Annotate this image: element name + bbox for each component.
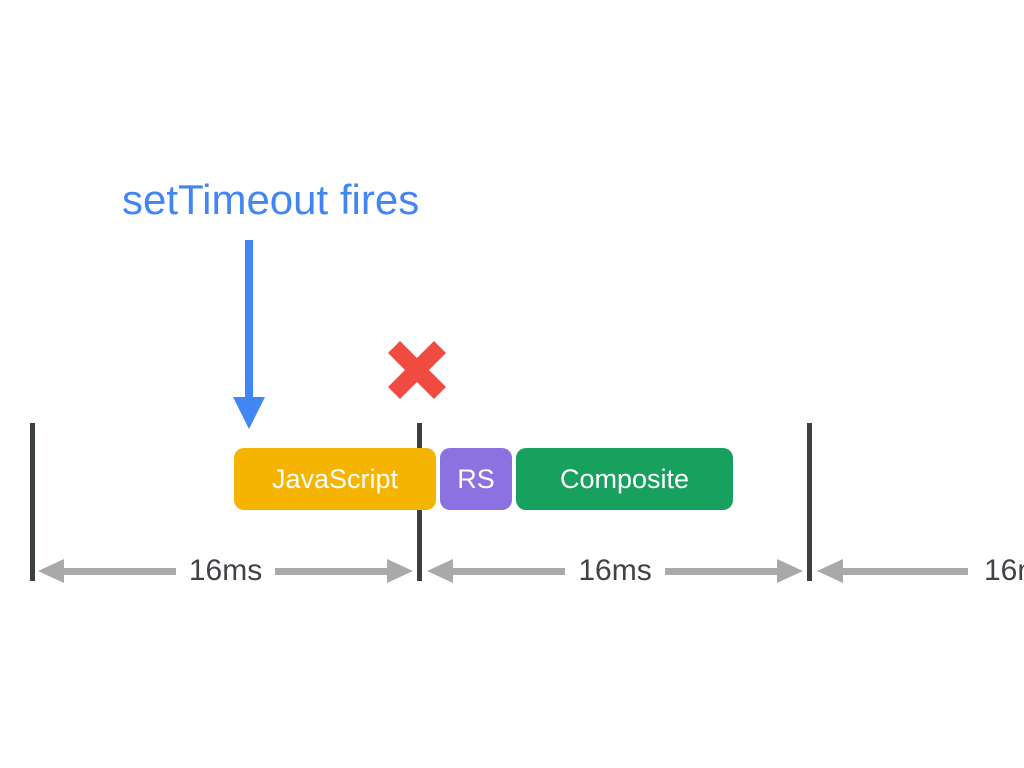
interval-arrow-1: 16ms [38, 554, 414, 587]
arrow-line [275, 567, 388, 575]
arrow-line [664, 567, 778, 575]
frame-boundary-tick [30, 423, 35, 581]
arrowhead-right-icon [777, 559, 804, 583]
interval-label: 16ms [578, 554, 652, 587]
interval-label: 16ms [984, 554, 1024, 587]
settimeout-fires-label: setTimeout fires [122, 176, 420, 223]
arrow-line [453, 567, 566, 575]
arrow-line [843, 568, 968, 575]
red-x-icon [387, 340, 447, 400]
task-block-rs: RS [440, 448, 512, 510]
frame-boundary-tick [807, 423, 812, 581]
arrowhead-left-icon [817, 559, 843, 583]
down-arrow-icon [245, 240, 253, 398]
down-arrow-head-icon [233, 397, 265, 429]
arrow-line [64, 567, 176, 575]
interval-label: 16ms [188, 554, 263, 587]
interval-arrow-3: 16ms [817, 554, 1024, 587]
task-block-javascript: JavaScript [234, 448, 436, 510]
arrowhead-left-icon [38, 559, 64, 583]
arrowhead-left-icon [427, 559, 453, 583]
task-block-composite: Composite [516, 448, 733, 510]
arrowhead-right-icon [387, 559, 414, 583]
interval-arrow-2: 16ms [427, 554, 804, 587]
